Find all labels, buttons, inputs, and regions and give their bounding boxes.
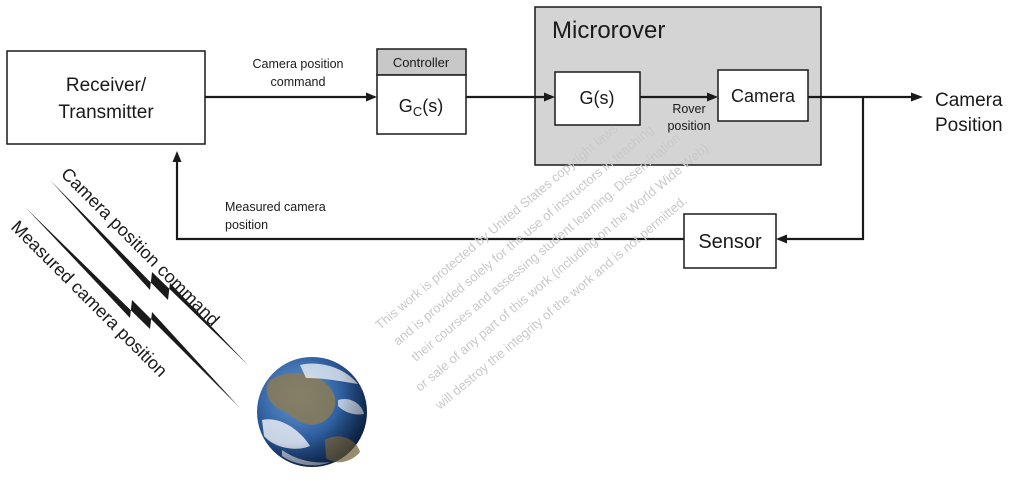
- controller-header: Controller: [393, 55, 450, 70]
- receiver-label-line2: Transmitter: [58, 102, 154, 123]
- watermark-line-1: This work is protected by United States …: [372, 120, 621, 332]
- command-label-line1: Camera position: [252, 57, 343, 71]
- signal-wires: [172, 92, 923, 244]
- lightning-bolt-icon: [26, 180, 248, 408]
- command-label-line2: command: [271, 75, 326, 89]
- sensor-label: Sensor: [698, 231, 762, 253]
- sensor-block: Sensor: [683, 213, 777, 269]
- camera-block: Camera: [717, 69, 809, 122]
- measured-label-line2: position: [225, 218, 268, 232]
- watermark-line-2: and is provided solely for the use of in…: [390, 122, 656, 349]
- controller-block: Controller GC(s): [376, 48, 467, 135]
- measured-label-line1: Measured camera: [225, 200, 326, 214]
- receiver-transmitter-block: Receiver/ Transmitter: [6, 50, 206, 145]
- earth-globe-icon: [257, 357, 367, 467]
- camera-label: Camera: [731, 86, 796, 106]
- output-label-line1: Camera: [935, 90, 1003, 111]
- rover-position-label-line2: position: [667, 119, 710, 133]
- receiver-label-line1: Receiver/: [66, 75, 147, 96]
- rover-position-label-line1: Rover: [672, 102, 705, 116]
- plant-transfer-function: G(s): [580, 88, 615, 108]
- controller-transfer-function: GC(s): [399, 96, 443, 119]
- microrover-title: Microrover: [552, 17, 665, 44]
- output-label-line2: Position: [935, 115, 1003, 136]
- plant-block: G(s): [554, 71, 641, 126]
